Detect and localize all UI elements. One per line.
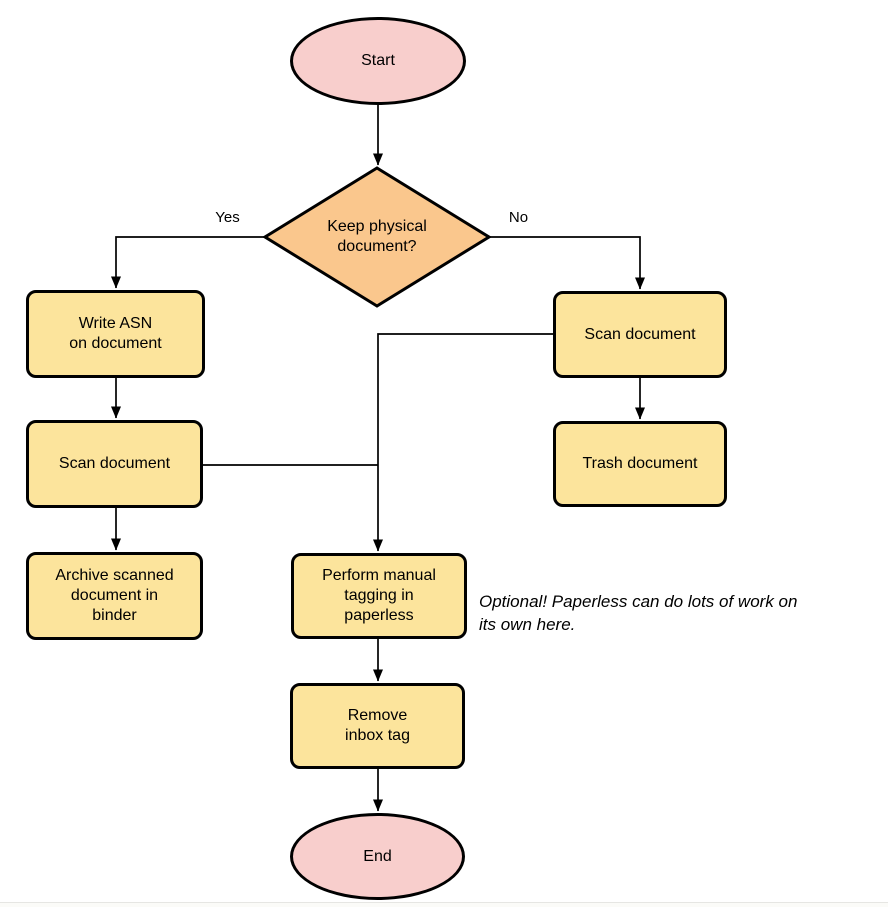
edge-label-no: No xyxy=(496,209,541,227)
node-trash-document-label: Trash document xyxy=(582,455,698,472)
optional-note: Optional! Paperless can do lots of work … xyxy=(479,592,798,634)
connector-decision-yes-to-write-asn xyxy=(111,236,265,289)
connector-decision-no-to-scan-right xyxy=(489,236,645,290)
node-archive-binder-label: Archive scanned document in binder xyxy=(55,567,174,624)
node-end-label: End xyxy=(363,847,392,865)
node-trash-document: Trash document xyxy=(553,421,727,507)
node-scan-document-right-label: Scan document xyxy=(584,325,696,343)
node-remove-inbox-tag-label: Remove inbox tag xyxy=(345,707,410,744)
node-decision-label: Keep physical document? xyxy=(327,218,427,255)
connector-scan-right-to-perform-tagging xyxy=(373,333,553,552)
node-remove-inbox-tag: Remove inbox tag xyxy=(290,683,465,769)
node-perform-tagging-label: Perform manual tagging in paperless xyxy=(322,567,436,624)
node-write-asn-label: Write ASN on document xyxy=(69,315,162,352)
bottom-rule xyxy=(0,902,888,903)
node-perform-tagging: Perform manual tagging in paperless xyxy=(291,553,467,639)
node-scan-document-left: Scan document xyxy=(26,420,203,508)
node-scan-document-left-label: Scan document xyxy=(58,455,171,472)
node-end: End xyxy=(290,813,465,900)
node-decision: Keep physical document? xyxy=(264,167,490,307)
node-start: Start xyxy=(290,17,466,105)
edge-label-yes: Yes xyxy=(205,209,250,227)
node-write-asn: Write ASN on document xyxy=(26,290,205,378)
node-start-label: Start xyxy=(361,52,395,69)
node-decision-shape xyxy=(262,166,492,308)
bottom-band xyxy=(0,903,888,907)
node-archive-binder: Archive scanned document in binder xyxy=(26,552,203,640)
node-scan-document-right: Scan document xyxy=(553,291,727,378)
